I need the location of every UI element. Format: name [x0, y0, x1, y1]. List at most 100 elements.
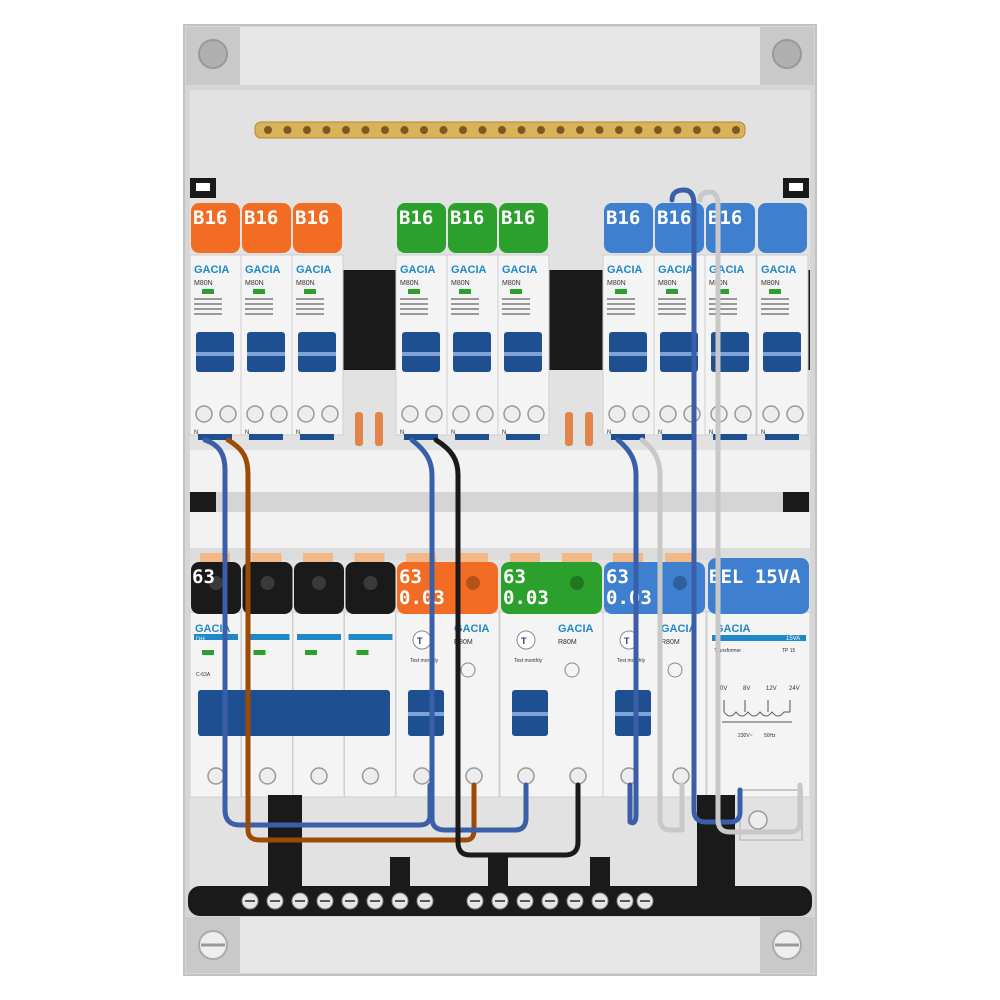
- transformer-name: Transformer: [714, 648, 741, 654]
- svg-text:T: T: [624, 636, 630, 646]
- rcd-model: R80M: [454, 639, 473, 646]
- wire-black: [433, 437, 581, 858]
- wire-live-brown: [225, 437, 477, 843]
- neutral-terminal-letter: N: [451, 430, 455, 436]
- breaker-model: M80N: [451, 280, 470, 287]
- main-switch-label: 63: [192, 566, 215, 588]
- top-cover: [240, 27, 760, 85]
- breaker-rating-label: B16: [501, 207, 535, 229]
- breaker-cap: [242, 203, 291, 253]
- neutral-terminal-letter: N: [761, 430, 765, 436]
- breaker-model: M80N: [194, 280, 213, 287]
- breaker-rating-label: B16: [708, 207, 742, 229]
- rcd-test-text: Test monthly: [410, 658, 439, 664]
- wire-blue-transformer: [669, 187, 743, 825]
- rcd-cap: [501, 562, 602, 614]
- breaker-cap: [499, 203, 548, 253]
- wiring: [202, 187, 803, 858]
- breaker-brand: GACIA: [245, 264, 281, 276]
- comb-busbar-bottom: [190, 512, 810, 554]
- neutral-terminal-letter: N: [194, 430, 198, 436]
- transformer-rating: 15VA: [786, 636, 800, 642]
- rcd-test-text: Test monthly: [514, 658, 543, 664]
- wire-neutral-1: [202, 437, 433, 828]
- breaker-model: M80N: [502, 280, 521, 287]
- breaker-rating-label: B16: [657, 207, 691, 229]
- copper-comb-tooth: [585, 412, 593, 446]
- breaker-brand: GACIA: [296, 264, 332, 276]
- transformer-input: 230V~: [738, 733, 753, 739]
- breaker-model: M80N: [400, 280, 419, 287]
- rcd-sensitivity-label: 0.03: [606, 587, 652, 609]
- corner-screw-br: [760, 917, 814, 973]
- copper-comb-tooth: [375, 412, 383, 446]
- transformer-tap-label: 12V: [766, 686, 777, 692]
- copper-comb-tooth: [355, 412, 363, 446]
- transformer-cap: [708, 558, 809, 614]
- wire-grey-1: [639, 437, 685, 833]
- earth-busbar: [254, 121, 746, 139]
- rcd-test-text: Test monthly: [617, 658, 646, 664]
- breaker-brand: GACIA: [502, 264, 538, 276]
- breaker-brand: GACIA: [451, 264, 487, 276]
- breaker-model: M80N: [245, 280, 264, 287]
- neutral-terminal-letter: N: [400, 430, 404, 436]
- rcd-sensitivity-label: 0.03: [503, 587, 549, 609]
- transformer-tap-label: 0V: [720, 686, 727, 692]
- main-switch-brand: GACIA: [195, 623, 231, 635]
- transformer-tap-label: 24V: [789, 686, 800, 692]
- neutral-terminal-letter: N: [709, 430, 713, 436]
- rcd-cap: [604, 562, 705, 614]
- breaker-brand: GACIA: [607, 264, 643, 276]
- breaker-rating-label: B16: [244, 207, 278, 229]
- breaker-cap: [758, 203, 807, 253]
- trunking-shadow: [190, 492, 810, 512]
- rcd-rating-label: 63: [399, 566, 422, 588]
- breaker-cap: [293, 203, 342, 253]
- wire-grey-transformer: [697, 189, 803, 835]
- transformer-tap-label: 8V: [743, 686, 750, 692]
- breaker-cap: [191, 203, 240, 253]
- main-switch-model: DH: [196, 637, 205, 643]
- breaker-brand: GACIA: [194, 264, 230, 276]
- rcd-cap: [397, 562, 498, 614]
- breaker-brand: GACIA: [761, 264, 797, 276]
- breaker-model: M80N: [296, 280, 315, 287]
- corner-screw-tl: [186, 27, 240, 85]
- breaker-brand: GACIA: [709, 264, 745, 276]
- comb-busbar-top: [190, 450, 810, 492]
- rcd-test-button[interactable]: [516, 630, 536, 650]
- rcd-brand: GACIA: [558, 623, 594, 635]
- rcd-sensitivity-label: 0.03: [399, 587, 445, 609]
- bottom-cover: [240, 917, 760, 973]
- main-switch-rating: C-63A: [196, 672, 211, 678]
- rcd-model: R80M: [661, 639, 680, 646]
- breaker-model: M80N: [658, 280, 677, 287]
- breaker-rating-label: B16: [450, 207, 484, 229]
- top-breaker-row: B16GACIAM80NNB16GACIAM80NNB16GACIAM80NNB…: [189, 203, 809, 446]
- breaker-cap: [448, 203, 497, 253]
- svg-text:T: T: [417, 636, 423, 646]
- breaker-brand: GACIA: [400, 264, 436, 276]
- rcd-rating-label: 63: [606, 566, 629, 588]
- rcd-rating-label: 63: [503, 566, 526, 588]
- corner-screw-bl: [186, 917, 240, 973]
- transformer-model: TP 15: [782, 648, 795, 654]
- breaker-rating-label: B16: [606, 207, 640, 229]
